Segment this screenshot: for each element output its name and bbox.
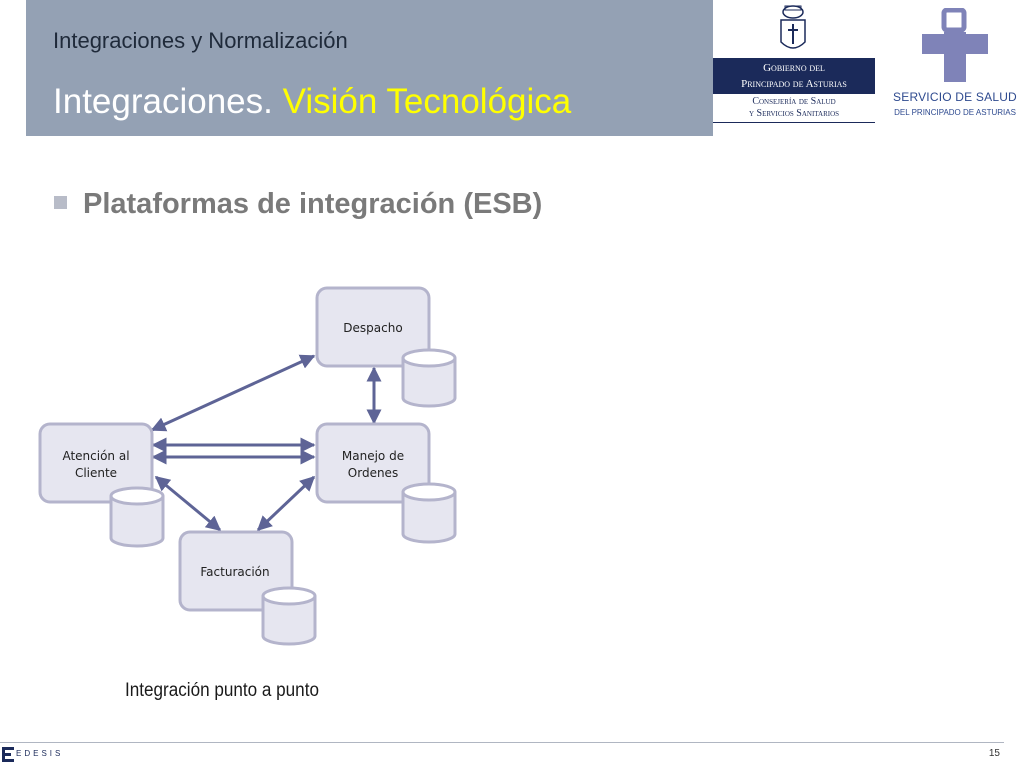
edesis-text: EDESIS <box>16 749 64 758</box>
node-facturacion: Facturación <box>178 530 317 646</box>
node-manejo-label-1: Manejo de <box>342 449 404 463</box>
arrow-atencion-facturacion <box>154 475 222 532</box>
slide-title: Integraciones. Visión Tecnológica <box>53 82 571 122</box>
gobierno-line1: Gobierno del <box>763 62 825 74</box>
header-band <box>26 0 713 136</box>
logo-divider <box>713 122 875 123</box>
consejeria-text: Consejería de Salud y Servicios Sanitari… <box>713 96 875 120</box>
node-despacho-label: Despacho <box>343 321 402 335</box>
health-cross-icon <box>922 8 988 82</box>
crest-icon <box>780 5 806 49</box>
node-despacho: Despacho <box>315 286 457 408</box>
node-atencion: Atención al Cliente <box>38 422 165 548</box>
integration-diagram: Despacho Atención al Cliente Manejo de O… <box>38 286 457 646</box>
title-main: Integraciones. <box>53 82 273 121</box>
bullet-square-icon <box>54 196 67 209</box>
arrow-atencion-despacho <box>150 354 316 432</box>
page-number: 15 <box>988 748 1000 759</box>
node-atencion-label-1: Atención al <box>62 449 129 463</box>
servicio-sub: DEL PRINCIPADO DE ASTURIAS <box>894 108 1016 117</box>
gobierno-asturias-logo: Gobierno del Principado de Asturias Cons… <box>713 0 875 126</box>
database-icon <box>109 486 165 548</box>
node-atencion-label-2: Cliente <box>75 466 117 480</box>
bullet-text: Plataformas de integración (ESB) <box>83 188 543 220</box>
database-icon <box>401 482 457 544</box>
footer-divider <box>0 742 1004 743</box>
node-facturacion-label: Facturación <box>200 565 269 579</box>
edesis-mark-icon <box>2 747 14 762</box>
slide-subtitle: Integraciones y Normalización <box>53 28 348 53</box>
gobierno-box: Gobierno del Principado de Asturias <box>713 58 875 94</box>
database-icon <box>261 586 317 646</box>
consejeria-line2: y Servicios Sanitarios <box>748 108 840 119</box>
diagram-caption: Integración punto a punto <box>125 680 319 701</box>
node-manejo: Manejo de Ordenes <box>315 422 457 544</box>
database-icon <box>401 348 457 408</box>
consejeria-line1: Consejería de Salud <box>752 96 836 107</box>
arrow-manejo-facturacion <box>256 475 316 532</box>
servicio-salud-logo: SERVICIO DE SALUD DEL PRINCIPADO DE ASTU… <box>886 8 1024 123</box>
title-highlight: Visión Tecnológica <box>282 82 572 121</box>
node-manejo-label-2: Ordenes <box>348 466 398 480</box>
gobierno-line2: Principado de Asturias <box>741 78 847 90</box>
servicio-name: SERVICIO DE SALUD <box>893 90 1017 104</box>
edesis-logo: EDESIS <box>2 747 82 765</box>
